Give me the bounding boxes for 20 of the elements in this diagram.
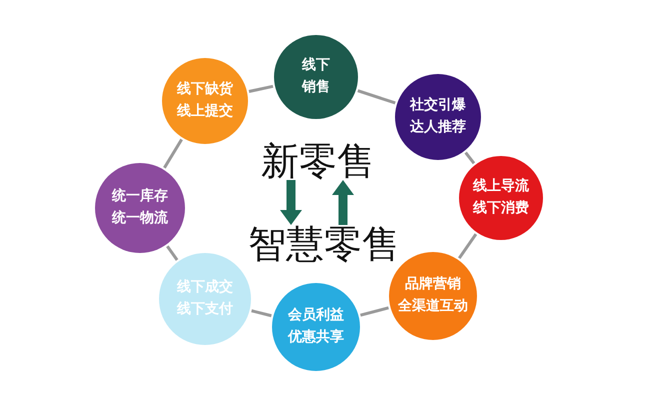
connector-line bbox=[464, 152, 476, 164]
node-label: 线下销售 bbox=[302, 56, 330, 97]
node-label: 品牌营销全渠道互动 bbox=[398, 275, 468, 316]
node-label: 线上导流线下消费 bbox=[473, 176, 529, 218]
node-label: 线下成交线下支付 bbox=[177, 278, 233, 319]
connector-line bbox=[248, 84, 274, 93]
connector-line bbox=[166, 245, 178, 261]
node-label: 统一库存统一物流 bbox=[112, 186, 168, 228]
arrow bbox=[280, 180, 302, 225]
arrow bbox=[332, 180, 354, 225]
connector-line bbox=[458, 233, 478, 260]
heading-text: 新零售 bbox=[261, 142, 375, 180]
connector-line bbox=[163, 138, 183, 169]
node-label: 线下缺货线上提交 bbox=[177, 80, 233, 121]
connector-line bbox=[357, 89, 396, 104]
connector-line bbox=[251, 309, 272, 318]
node-label: 会员利益优惠共享 bbox=[288, 306, 344, 347]
node-label: 社交引爆达人推荐 bbox=[410, 96, 466, 137]
heading-text: 智慧零售 bbox=[248, 225, 400, 263]
connector-line bbox=[360, 306, 389, 317]
